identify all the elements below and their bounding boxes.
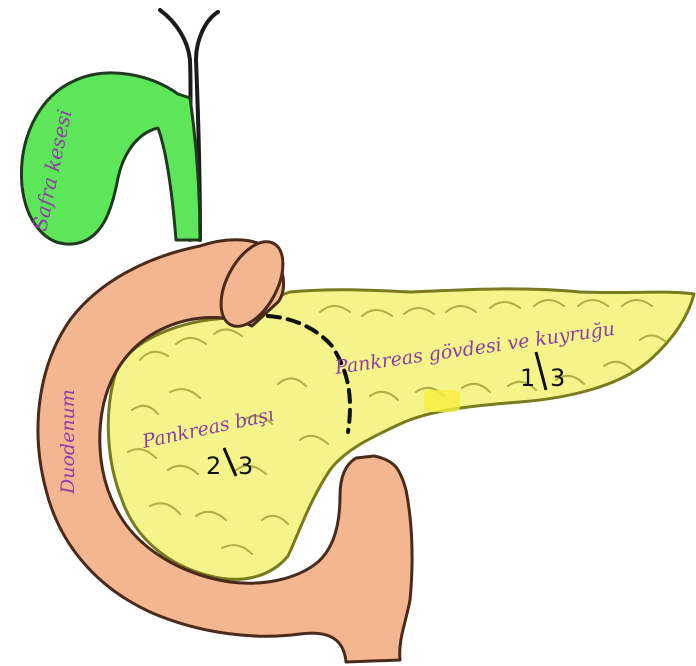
fraction-body-tail-numerator: 1 — [520, 364, 535, 392]
fraction-head-denominator: 3 — [238, 452, 253, 480]
label-duodenum: Duodenum — [57, 389, 79, 495]
fraction-body-tail-denominator: 3 — [550, 364, 565, 392]
pancreas-highlight — [424, 390, 460, 412]
fraction-head-numerator: 2 — [206, 452, 221, 480]
